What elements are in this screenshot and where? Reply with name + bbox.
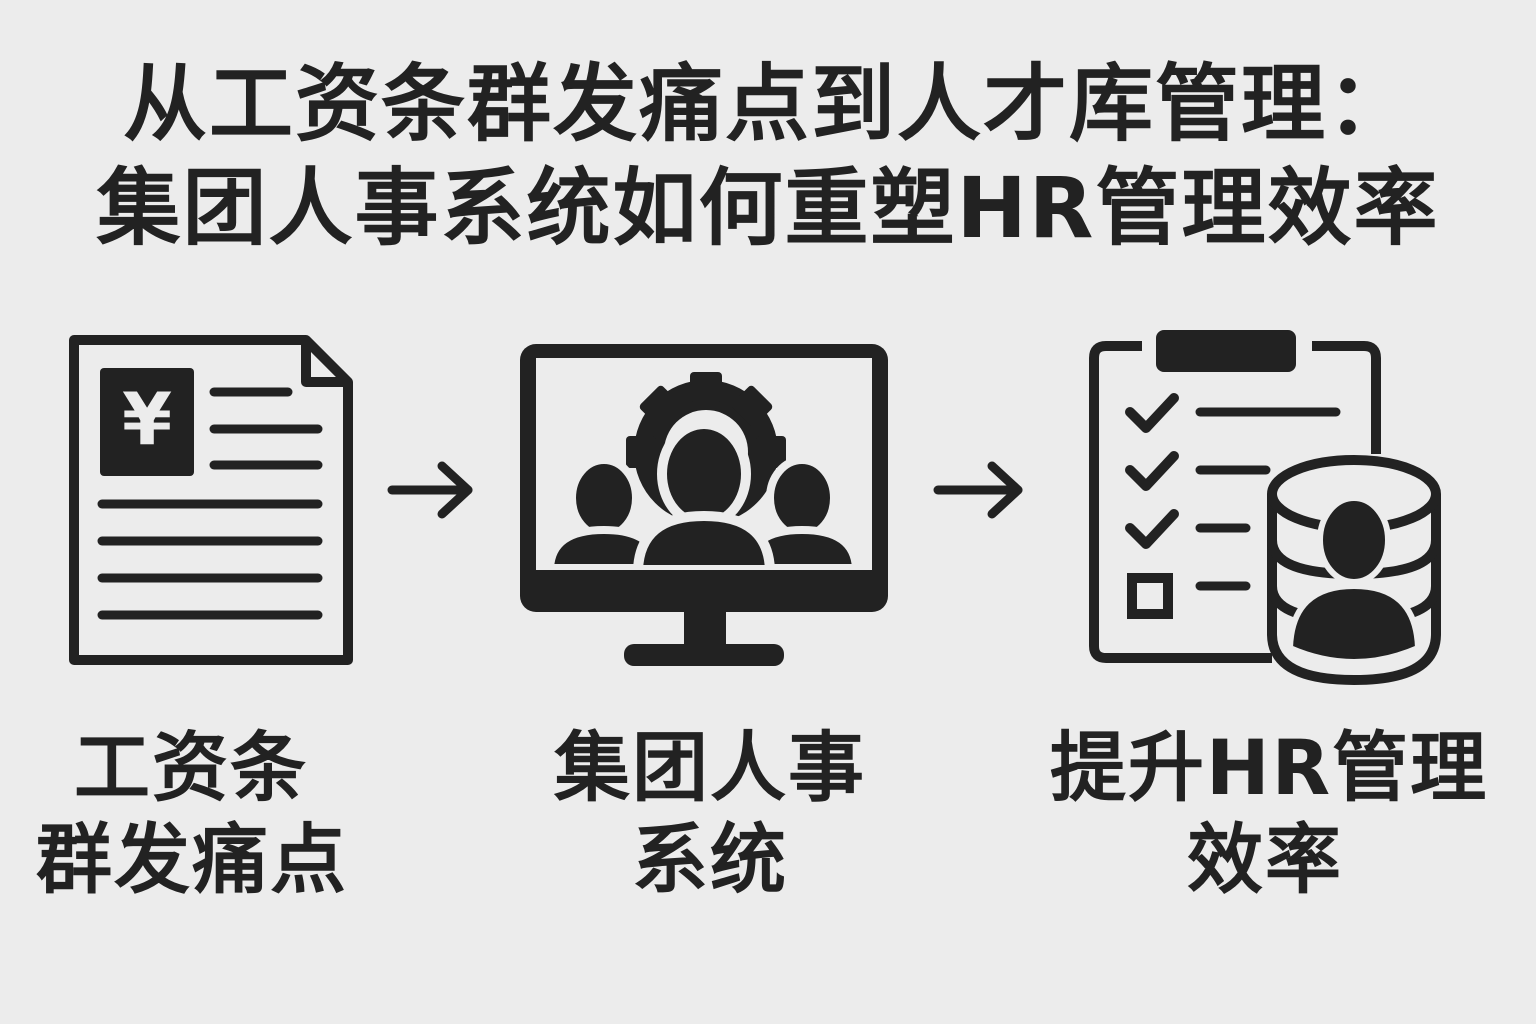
caption-step-1-line-1: 工资条 (74, 723, 308, 812)
caption-step-3-line-1: 提升HR管理 (1050, 723, 1489, 812)
caption-step-3-line-2: 效率 (1187, 815, 1343, 904)
title-line-2: 集团人事系统如何重塑HR管理效率 (96, 159, 1440, 257)
monitor-team-gear-icon (512, 338, 896, 672)
caption-step-2-line-2: 系统 (632, 815, 788, 904)
title-line-1: 从工资条群发痛点到人才库管理： (122, 55, 1413, 153)
caption-step-1-line-2: 群发痛点 (36, 815, 348, 904)
caption-step-2: 集团人事 系统 (550, 730, 870, 900)
clipboard-talent-database-icon (1086, 324, 1446, 688)
arrow-right-icon (932, 458, 1028, 522)
yen-symbol: ¥ (122, 377, 172, 461)
arrow-right-icon (386, 458, 478, 522)
caption-step-1: 工资条 群发痛点 (36, 730, 346, 900)
caption-step-2-line-1: 集团人事 (554, 723, 866, 812)
caption-step-3: 提升HR管理 效率 (1050, 723, 1489, 904)
payslip-document-icon: ¥ (66, 332, 356, 672)
